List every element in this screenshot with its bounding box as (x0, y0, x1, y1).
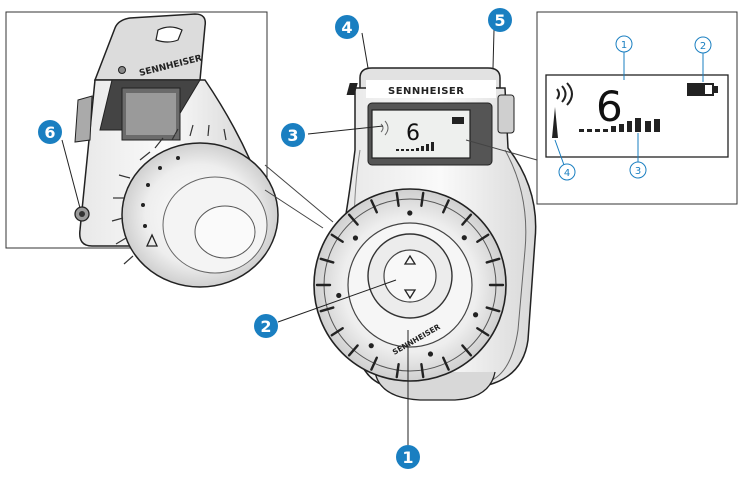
wheel-tooth (330, 233, 344, 243)
detail-antenna-bar (552, 107, 558, 138)
wheel-tooth (319, 306, 335, 313)
svg-text:3: 3 (287, 126, 298, 145)
wheel-tooth (347, 344, 359, 357)
svg-text:6: 6 (44, 123, 55, 142)
wheel-dot (368, 343, 374, 349)
display-label-1: 1 (621, 40, 627, 51)
arrow-down-icon (403, 289, 417, 300)
inset-connector-top (264, 164, 334, 223)
wheel-tooth (476, 327, 490, 337)
inset-connector-bottom (264, 189, 324, 229)
display-label-4: 4 (564, 168, 570, 179)
callout-2: 2 (254, 314, 278, 338)
wheel-tooth (395, 362, 400, 379)
wheel-tooth (461, 213, 473, 226)
wheel-tooth (420, 191, 425, 208)
wheel-tooth (347, 213, 359, 226)
svg-text:4: 4 (341, 18, 352, 37)
battery-icon (452, 117, 464, 124)
wheel-dot (352, 235, 359, 241)
wheel-tooth (395, 191, 400, 208)
small-channel-number: 6 (406, 121, 420, 146)
wheel-tooth (461, 344, 473, 357)
display-label-2: 2 (700, 41, 706, 52)
navigation-rocker[interactable] (367, 233, 453, 319)
arrow-up-icon (403, 254, 417, 265)
wheel-tooth (370, 199, 378, 214)
level-bars (396, 142, 434, 151)
wheel-dot (472, 312, 479, 318)
wheel-tooth (330, 327, 344, 337)
display-label-3: 3 (635, 166, 641, 177)
detail-battery-icon (687, 83, 718, 96)
callout-badges: 6 4 5 3 2 1 (38, 8, 512, 469)
wheel-dot (427, 351, 434, 357)
detail-reception-icon (556, 82, 573, 106)
wheel-tooth (476, 233, 490, 243)
device-brand: SENNHEISER (388, 86, 464, 97)
wheel-tooth (420, 362, 425, 379)
callout-4: 4 (335, 15, 359, 39)
display-detail-inset: 6 1 2 3 4 (536, 11, 738, 205)
callout-6: 6 (38, 120, 62, 144)
lcd-display: 6 (371, 109, 471, 159)
callout-5: 5 (488, 8, 512, 32)
callout-3: 3 (281, 123, 305, 147)
detail-channel-number: 6 (596, 82, 623, 131)
wheel-dot (461, 235, 467, 241)
reception-icon (380, 120, 389, 136)
wheel-dot (407, 210, 413, 216)
inset-side-view: SENNHEISER (5, 11, 279, 288)
wheel-tooth (485, 306, 501, 313)
wheel-tooth (442, 356, 450, 371)
svg-text:1: 1 (402, 448, 413, 467)
svg-text:5: 5 (494, 11, 505, 30)
detail-level-bars (579, 118, 660, 132)
wheel-dot (336, 292, 342, 299)
callout-leaders (277, 29, 495, 445)
wheel-tooth (485, 257, 501, 264)
wheel-tooth (319, 257, 335, 264)
wheel-tooth (442, 199, 450, 214)
wheel-dots (336, 210, 479, 357)
callout-1: 1 (396, 445, 420, 469)
display-connector (465, 139, 538, 161)
svg-text:2: 2 (260, 317, 271, 336)
wheel-teeth (315, 191, 505, 379)
wheel-tooth (370, 356, 378, 371)
